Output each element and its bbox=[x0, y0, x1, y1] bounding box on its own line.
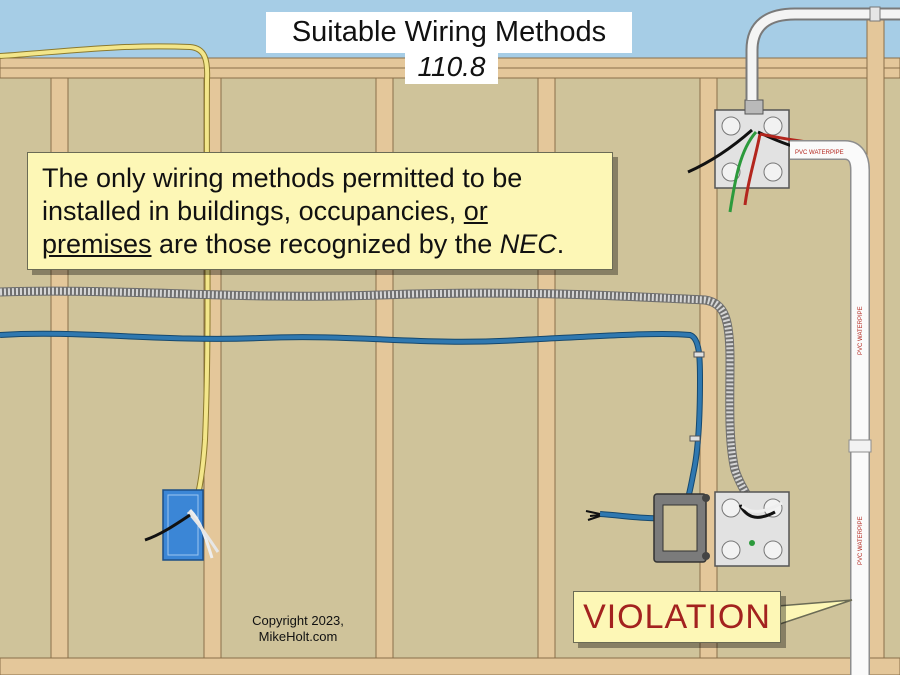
pvc-pipe-label-2: PVC WATERPIPE bbox=[858, 306, 864, 355]
callout-underlined-premises: premises bbox=[42, 229, 152, 259]
callout-text-end: . bbox=[556, 229, 565, 259]
yellow-nm-cable-core bbox=[0, 44, 210, 506]
copyright-line-1: Copyright 2023, bbox=[252, 613, 344, 628]
section-number: 110.8 bbox=[417, 51, 486, 82]
conductor-ends-left bbox=[585, 510, 601, 521]
page-title: Suitable Wiring Methods bbox=[291, 16, 607, 48]
violation-callout: VIOLATION bbox=[573, 591, 781, 643]
rule-callout: The only wiring methods permitted to be … bbox=[27, 152, 613, 270]
copyright-notice: Copyright 2023, MikeHolt.com bbox=[236, 613, 360, 645]
callout-underlined-or: or bbox=[463, 196, 488, 226]
emt-coupling bbox=[869, 6, 881, 22]
callout-text-2: are those recognized by the bbox=[151, 229, 500, 259]
callout-nec: NEC bbox=[499, 229, 557, 259]
emt-conduit-highlight bbox=[747, 9, 900, 100]
pvc-pipe-label-3: PVC WATERPIPE bbox=[858, 516, 864, 565]
blue-device-box bbox=[144, 489, 220, 561]
violation-label: VIOLATION bbox=[583, 598, 771, 636]
mud-ring-bracket bbox=[653, 493, 710, 563]
pvc-coupling bbox=[848, 439, 872, 453]
flexible-conduit-coils bbox=[0, 287, 752, 500]
copyright-line-2: MikeHolt.com bbox=[258, 629, 338, 644]
title-banner: Suitable Wiring Methods bbox=[266, 12, 632, 53]
callout-text-1: The only wiring methods permitted to be … bbox=[42, 163, 523, 226]
pvc-pipe-body bbox=[790, 141, 869, 675]
lower-metal-box bbox=[714, 491, 790, 567]
staple-1 bbox=[693, 351, 705, 358]
staple-2 bbox=[689, 435, 701, 442]
pvc-pipe-label-1: PVC WATERPIPE bbox=[795, 150, 844, 156]
section-banner: 110.8 bbox=[405, 50, 498, 84]
bottom-plate bbox=[0, 657, 900, 675]
